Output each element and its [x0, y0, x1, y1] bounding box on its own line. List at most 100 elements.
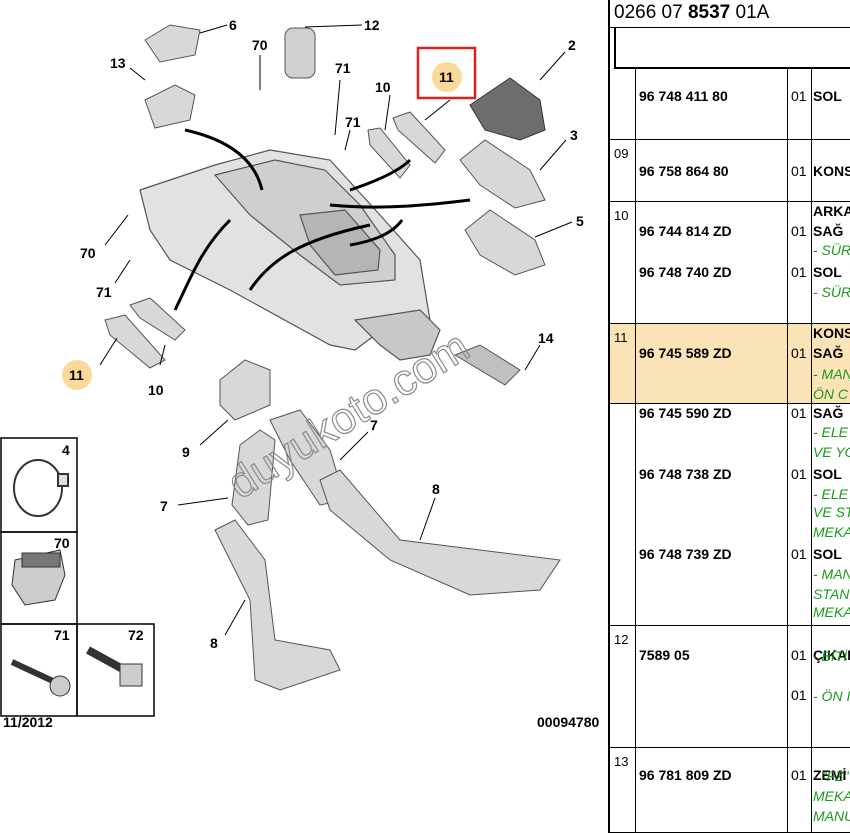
column-divider	[811, 140, 812, 201]
inset-screw-71	[10, 659, 71, 697]
quantity: 01	[791, 767, 807, 783]
part-10-switch-bottom	[129, 297, 186, 341]
inset-clip-4	[13, 459, 69, 517]
quantity: 01	[791, 405, 807, 421]
part-12-cup	[284, 27, 316, 79]
note: MEKA	[813, 604, 850, 620]
quantity: 01	[791, 345, 807, 361]
quantity: 01	[791, 466, 807, 482]
callout-13: 13	[110, 55, 126, 71]
note: - MAN	[813, 566, 850, 582]
column-divider	[635, 140, 636, 201]
part-number: 96 758 864 80	[639, 163, 729, 179]
column-divider	[787, 404, 788, 625]
part-11-switch-top	[392, 111, 446, 164]
part-number: 96 744 814 ZD	[639, 223, 732, 239]
note: ÖN C	[813, 386, 848, 402]
doc-reference-header: 0266 07 8537 01A	[614, 2, 769, 26]
callout-8-left: 8	[210, 635, 218, 651]
column-divider	[787, 202, 788, 323]
description: SOL	[813, 88, 842, 104]
part-number: 96 745 589 ZD	[639, 345, 732, 361]
inset-label-4: 4	[62, 442, 70, 458]
part-11-switch-bottom	[104, 314, 166, 369]
column-header-band	[614, 28, 850, 69]
note: VE ST	[813, 504, 850, 520]
callout-6: 6	[229, 17, 237, 33]
note: - ELE	[813, 424, 849, 440]
part-14-pad	[453, 344, 521, 386]
callout-7-left: 7	[160, 498, 168, 514]
column-divider	[811, 626, 812, 747]
callout-8-right: 8	[432, 481, 440, 497]
inset-label-70: 70	[54, 535, 70, 551]
row-number: 10	[614, 208, 629, 223]
leader-lines	[173, 128, 471, 311]
note: - "FZ"	[813, 768, 849, 784]
row-number: 13	[614, 754, 629, 769]
description: ÇIKAR	[813, 647, 850, 663]
callout-11-highlight-box	[416, 46, 477, 100]
row-number: 12	[614, 632, 629, 647]
inset-label-71: 71	[54, 627, 70, 643]
header-rule	[610, 27, 850, 28]
header-prefix: 0266 07	[614, 2, 688, 23]
part-6-cover	[144, 24, 201, 63]
column-divider	[635, 404, 636, 625]
quantity: 01	[791, 687, 807, 703]
note: VE YC	[813, 444, 850, 460]
description: KONS	[813, 163, 850, 179]
exploded-diagram: 6 12 70 13 71 71 11 2 10 3 5 70 71 11 10…	[0, 17, 600, 730]
note: - ELE	[813, 486, 849, 502]
column-divider	[811, 748, 812, 832]
quantity: 01	[791, 264, 807, 280]
air-ducts	[214, 359, 561, 691]
description: SOL	[813, 264, 842, 280]
description: SAĞ	[813, 223, 844, 239]
note: MEKA	[813, 524, 850, 540]
header-suffix: 01A	[730, 2, 770, 23]
part-number: 7589 05	[639, 647, 690, 663]
description: SOL	[813, 546, 842, 562]
fastener-inset	[0, 437, 155, 717]
inset-label-72: 72	[128, 627, 144, 643]
column-divider	[811, 202, 812, 323]
description: ARKA	[813, 203, 850, 219]
callout-11-bottom: 11	[69, 367, 84, 383]
column-divider	[787, 324, 788, 403]
center-console-part	[139, 149, 441, 361]
part-number: 96 745 590 ZD	[639, 405, 732, 421]
note: - SÜR	[813, 284, 850, 300]
column-divider	[635, 324, 636, 403]
description: SAĞ	[813, 405, 844, 421]
part-5-frame	[464, 209, 546, 276]
footer-date: 11/2012	[3, 714, 53, 730]
callout-leaders	[99, 24, 573, 636]
row-number: 09	[614, 146, 629, 161]
description: SOL	[813, 466, 842, 482]
inset-clip-70	[11, 549, 66, 606]
note: MANU	[813, 808, 850, 824]
part-13-cover	[144, 84, 196, 129]
column-divider	[811, 67, 812, 139]
column-divider	[811, 324, 812, 403]
callout-10-bottom: 10	[148, 382, 164, 398]
callout-71-b: 71	[345, 114, 361, 130]
callout-71-left: 71	[96, 284, 112, 300]
callout-7-right: 7	[370, 417, 378, 433]
diagram-svg: 6 12 70 13 71 71 11 2 10 3 5 70 71 11 10…	[0, 17, 600, 730]
header-bold: 8537	[687, 2, 731, 23]
note: - MAN	[813, 366, 850, 382]
quantity: 01	[791, 647, 807, 663]
part-10-switch	[367, 127, 411, 179]
callout-3: 3	[570, 127, 578, 143]
part-2-boot	[469, 77, 546, 141]
